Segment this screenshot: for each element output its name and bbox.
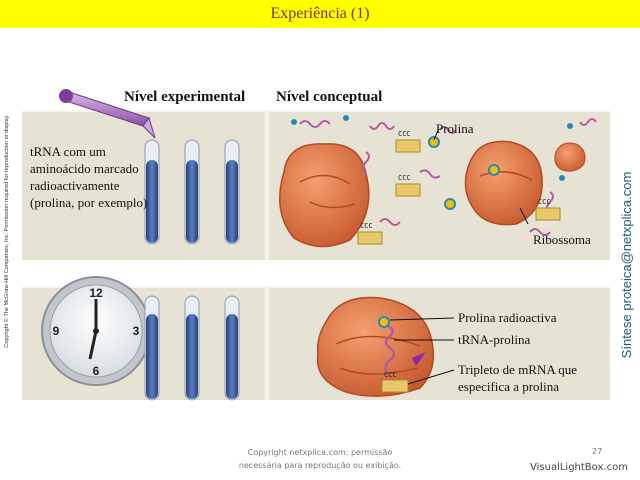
- clock-number-9: 9: [53, 324, 60, 338]
- amino-acid-dots: [291, 115, 573, 210]
- side-brand-text: Síntese proteica@netxplica.com: [619, 171, 634, 359]
- codon-label-3: CCC: [360, 222, 373, 230]
- bottom-test-tubes: [144, 295, 240, 401]
- clock-icon: 12 3 6 9: [41, 276, 151, 386]
- ribosome-large: [316, 296, 435, 397]
- ribosome-small: [554, 142, 586, 172]
- trna-molecules: [299, 118, 597, 236]
- codon-tags: [357, 139, 561, 245]
- footer-line-2: necessária para reprodução ou exibição.: [238, 461, 402, 470]
- prolina-label: Prolina: [436, 121, 474, 136]
- test-tube-5: [184, 295, 200, 401]
- test-tube-1: [144, 139, 160, 245]
- footer-copyright: Copyright netxplica.com: permissão neces…: [200, 446, 440, 472]
- arrow-icon: [412, 352, 426, 366]
- ribossoma-label: Ribossoma: [533, 232, 591, 247]
- bottom-panel-divider: [265, 286, 269, 400]
- tripleto-label-line2: especifica a prolina: [458, 379, 560, 394]
- top-panel-divider: [265, 110, 269, 260]
- test-tube-2: [184, 139, 200, 245]
- heading-conceptual: Nível conceptual: [276, 89, 383, 105]
- ribossoma-leader-line: [519, 207, 529, 225]
- prolina-radioactiva-label: Prolina radioactiva: [458, 310, 557, 325]
- prolina-leader-line: [433, 129, 439, 141]
- clock-number-6: 6: [93, 364, 100, 378]
- pipette-icon: [59, 89, 156, 139]
- mrna-codon-tag: [381, 379, 409, 393]
- prolina-radioactiva-leader-line: [389, 317, 455, 321]
- codon-label-2: CCC: [398, 174, 411, 182]
- heading-experimental: Nível experimental: [124, 89, 246, 105]
- trna-prolina-molecule: [384, 324, 396, 373]
- ribosome-left: [279, 143, 370, 248]
- radioactive-proline-dot: [378, 316, 390, 328]
- slide-title-bar: Experiência (1): [0, 0, 640, 28]
- tripleto-label-line1: Tripleto de mRNA que: [458, 362, 578, 377]
- test-tube-6: [224, 295, 240, 401]
- test-tube-3: [224, 139, 240, 245]
- ribosome-right: [464, 140, 543, 226]
- codon-label-1: CCC: [398, 130, 411, 138]
- bottom-conceptual-scene: CCC: [316, 296, 455, 397]
- top-test-tubes: [144, 139, 240, 245]
- slide-title: Experiência (1): [270, 5, 370, 22]
- clock-number-3: 3: [133, 324, 140, 338]
- watermark-text[interactable]: VisualLightBox.com: [530, 462, 628, 473]
- page-number: 27: [592, 447, 603, 456]
- mrna-codon-label: CCC: [384, 371, 397, 379]
- codon-label-4: CCC: [538, 198, 551, 206]
- top-conceptual-scene: CCC CCC CCC CCC: [279, 115, 597, 248]
- tripleto-leader-line: [407, 369, 455, 385]
- clock-hand-short: [88, 330, 98, 360]
- side-copyright-text: Copyright © The McGraw-Hill Companies, I…: [4, 114, 10, 348]
- clock-number-12: 12: [89, 286, 103, 300]
- trna-prolina-label: tRNA-prolina: [458, 332, 531, 347]
- test-tube-4: [144, 295, 160, 401]
- footer-line-1: Copyright netxplica.com: permissão: [247, 448, 393, 457]
- trna-label: tRNA com um aminoácido marcado radioacti…: [30, 144, 148, 210]
